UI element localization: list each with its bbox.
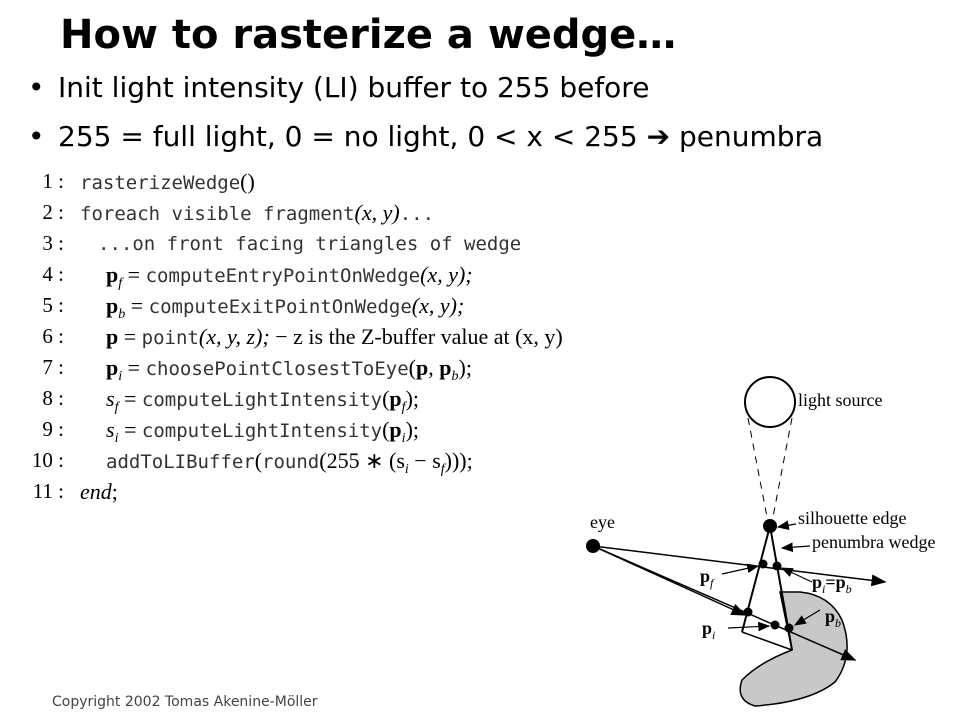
- pb-label: pb: [825, 606, 841, 630]
- pf-label: pf: [700, 566, 715, 590]
- slide-title: How to rasterize a wedge…: [60, 12, 677, 58]
- code-text: end;: [80, 479, 118, 504]
- intersection-point: [770, 620, 780, 630]
- light-source-label: light source: [798, 390, 882, 410]
- line-number: 3 :: [42, 231, 64, 255]
- bullet-text: 255 = full light, 0 = no light, 0 < x < …: [58, 120, 824, 153]
- line-number: 4 :: [42, 262, 64, 286]
- line-number: 5 :: [42, 293, 64, 317]
- pi-pb-label: pi=pb: [812, 572, 852, 596]
- intersection-point: [758, 559, 768, 569]
- light-dashed-line: [771, 417, 793, 523]
- eye-ray: [592, 545, 887, 587]
- line-number: 8 :: [42, 386, 64, 410]
- bullet-init-buffer: • Init light intensity (LI) buffer to 255…: [28, 70, 649, 106]
- bullet-dot: •: [28, 120, 45, 153]
- intersection-point: [784, 623, 794, 633]
- copyright-footer: Copyright 2002 Tomas Akenine-Möller: [52, 694, 318, 710]
- label-pointer: [780, 567, 813, 583]
- bullet-dot: •: [28, 71, 45, 104]
- bullet-text: Init light intensity (LI) buffer to 255 …: [58, 71, 650, 104]
- bullet-light-values: • 255 = full light, 0 = no light, 0 < x <…: [28, 119, 823, 155]
- code-text: foreach visible fragment(x, y)...: [80, 200, 435, 225]
- code-text: sf = computeLightIntensity(pf);: [106, 386, 420, 415]
- code-text: pb = computeExitPointOnWedge(x, y);: [106, 293, 465, 322]
- line-number: 7 :: [42, 355, 64, 379]
- light-dashed-line: [747, 417, 769, 523]
- line-number: 6 :: [42, 324, 64, 348]
- code-text: addToLIBuffer(round(255 ∗ (si − sf)));: [106, 448, 473, 477]
- intersection-point: [743, 607, 753, 617]
- line-number: 9 :: [42, 417, 64, 441]
- eye-point: [586, 539, 600, 553]
- light-source-circle: [744, 376, 796, 428]
- code-text: ...on front facing triangles of wedge: [98, 233, 522, 255]
- wedge-base: [741, 631, 793, 651]
- silhouette-vertex: [763, 519, 777, 533]
- eye-ray: [592, 545, 747, 616]
- line-number: 1 :: [42, 169, 64, 193]
- line-number: 10 :: [31, 448, 64, 472]
- penumbra-wedge-label: penumbra wedge: [812, 532, 935, 552]
- label-pointer: [727, 621, 771, 632]
- line-number: 2 :: [42, 200, 64, 224]
- label-pointer: [721, 563, 760, 575]
- code-text: pi = choosePointClosestToEye(p, pb);: [106, 355, 472, 384]
- silhouette-edge-label: silhouette edge: [798, 508, 906, 528]
- shadow-surface: [739, 591, 848, 707]
- label-pointer: [776, 520, 797, 530]
- label-pointer: [793, 609, 821, 626]
- line-number: 11 :: [32, 479, 64, 503]
- wedge-diagram: light source eye silhouette edge penumbr…: [586, 376, 935, 707]
- label-pointer: [780, 542, 811, 553]
- code-text: rasterizeWedge(): [80, 169, 255, 194]
- intersection-point: [772, 561, 782, 571]
- code-text: si = computeLightIntensity(pi);: [106, 417, 420, 446]
- pi-label: pi: [702, 618, 715, 642]
- code-text: pf = computeEntryPointOnWedge(x, y);: [106, 262, 473, 291]
- eye-label: eye: [590, 512, 615, 532]
- code-text: p = point(x, y, z); − z is the Z-buffer …: [106, 324, 563, 349]
